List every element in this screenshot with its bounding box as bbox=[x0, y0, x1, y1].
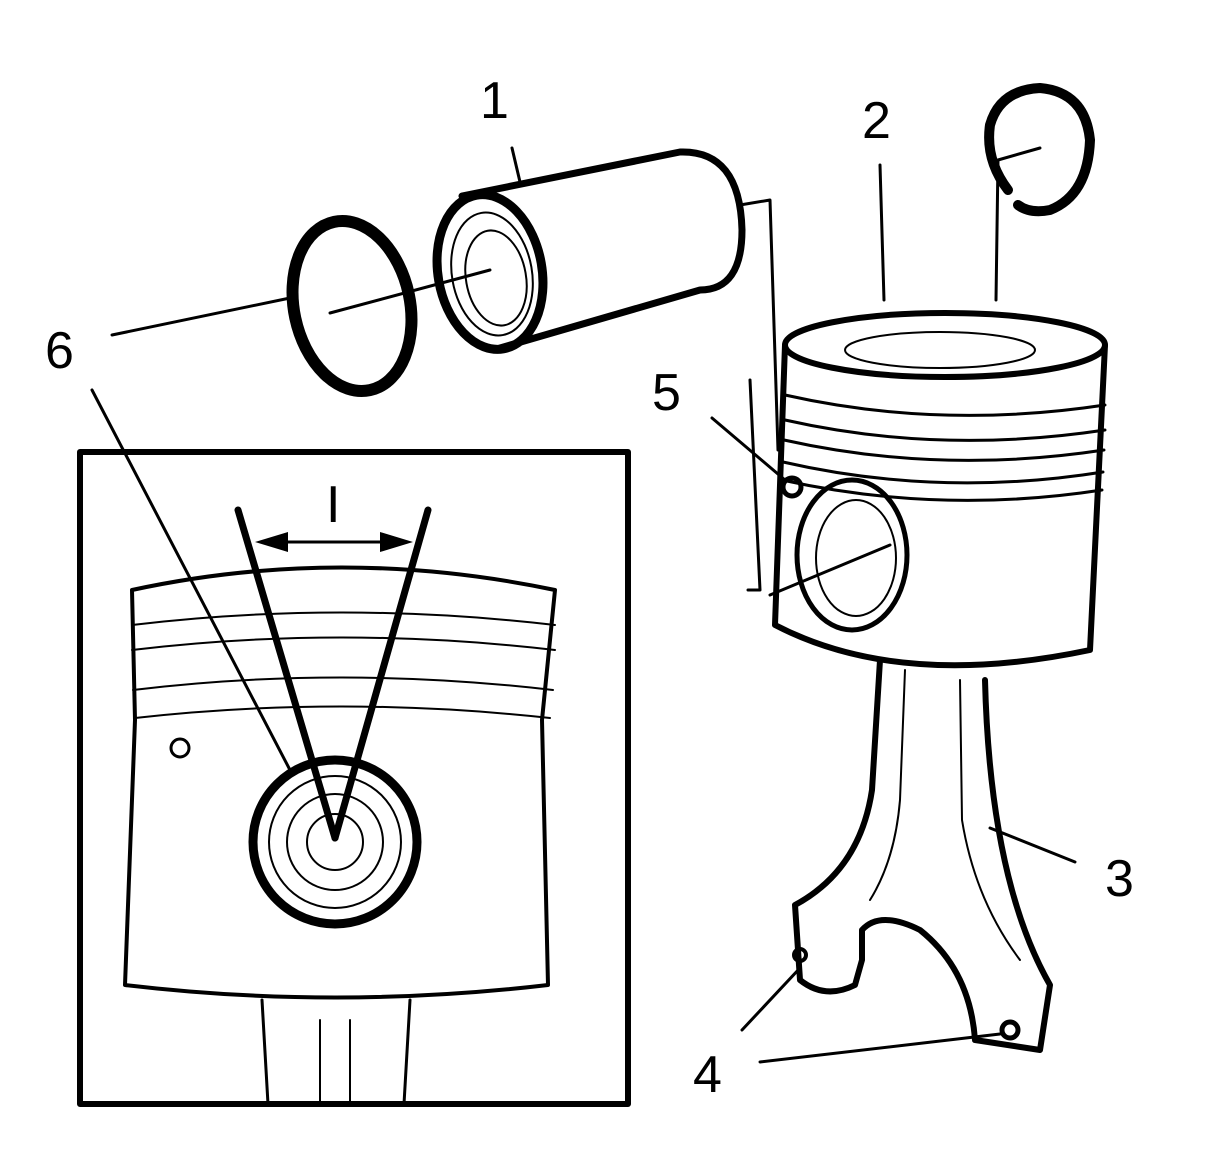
assembly-lines bbox=[328, 146, 1042, 597]
callout-labels: 1 2 3 4 5 6 I bbox=[45, 72, 1134, 1104]
leader-lines bbox=[90, 146, 1077, 1064]
connecting-rod bbox=[792, 657, 1053, 1053]
label-6: 6 bbox=[45, 322, 74, 380]
label-5: 5 bbox=[652, 364, 681, 422]
label-1: 1 bbox=[480, 72, 509, 130]
detail-view bbox=[77, 449, 631, 1107]
label-2: 2 bbox=[862, 92, 891, 150]
piston bbox=[772, 310, 1108, 669]
piston-pin bbox=[432, 148, 746, 354]
retaining-ring-left bbox=[286, 215, 418, 397]
label-4: 4 bbox=[693, 1046, 722, 1104]
label-dimension-I: I bbox=[326, 476, 340, 534]
retaining-clip-right bbox=[984, 83, 1095, 217]
label-3: 3 bbox=[1105, 850, 1134, 908]
